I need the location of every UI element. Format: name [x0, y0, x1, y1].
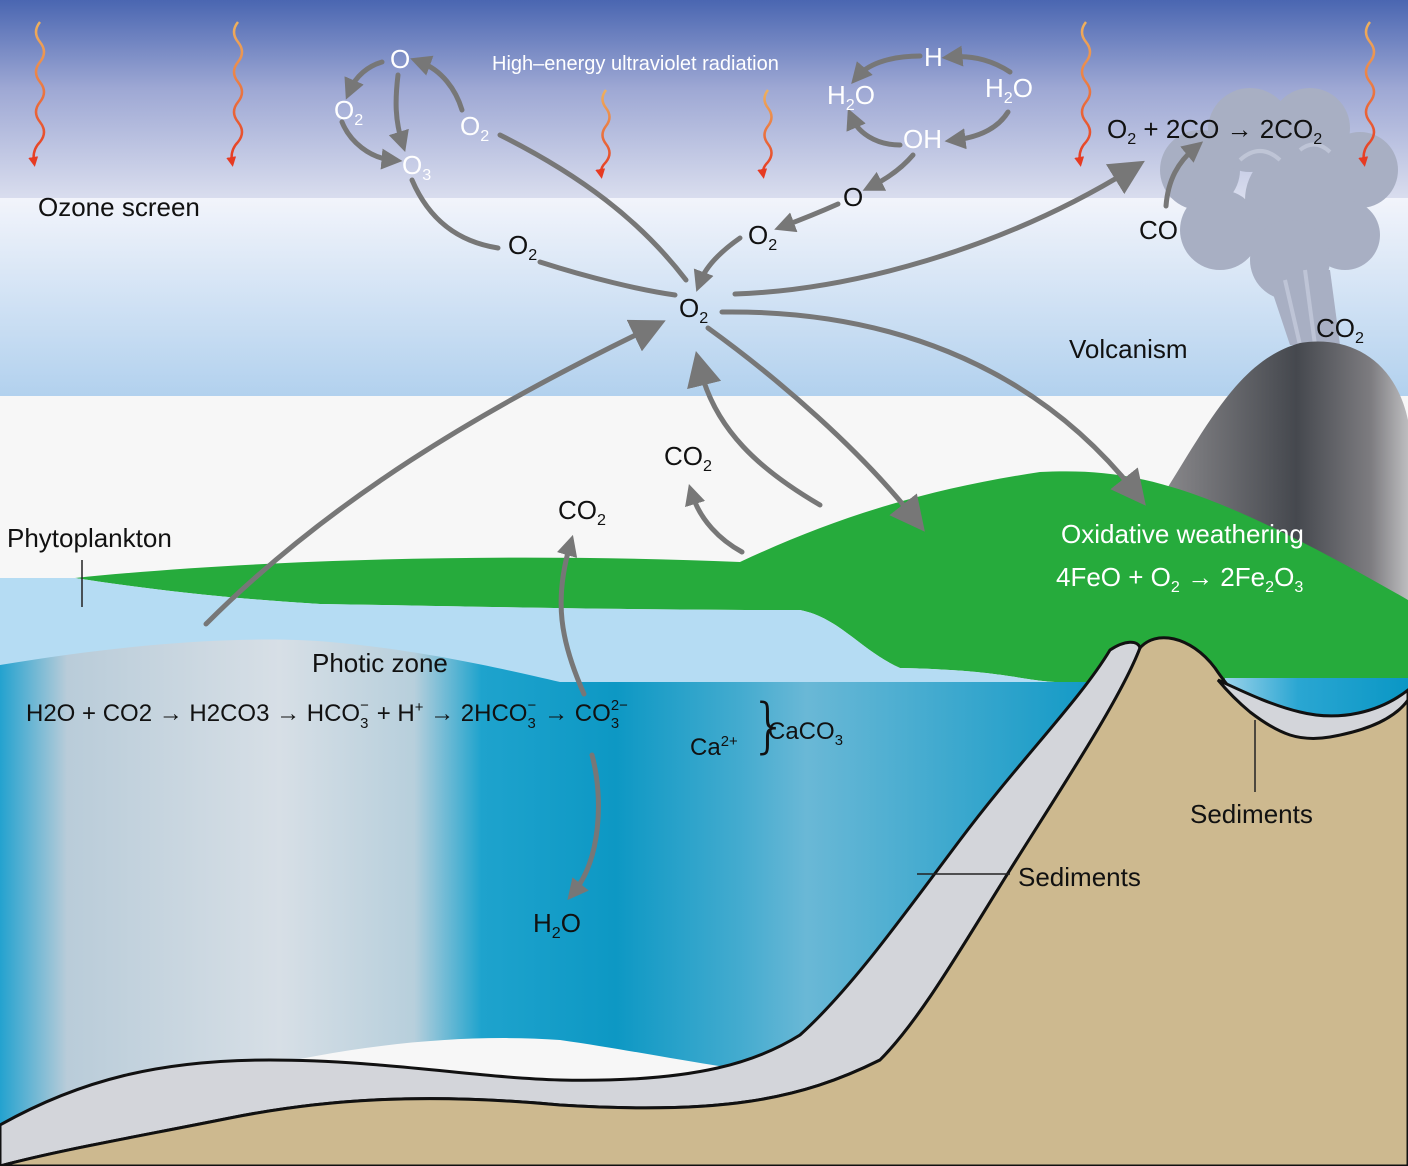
ocean-co2-label: CO2: [558, 495, 606, 530]
arrow-o2-down: [537, 259, 678, 298]
uv-ray: [1358, 21, 1376, 167]
o-atom-lower-label: O: [843, 182, 864, 212]
arrow-o3-to-o2: [409, 177, 501, 251]
co-oxidation-equation: O2 + 2CO → 2CO2: [1107, 114, 1323, 149]
h2o-bottom-label: H2O: [533, 908, 581, 943]
arrow-o2-to-land: [705, 325, 925, 532]
weathering-equation: 4FeO + O2 → 2Fe2O3: [1056, 562, 1304, 597]
phytoplankton-label: Phytoplankton: [7, 523, 172, 553]
o3-label: O3: [402, 150, 432, 185]
h2o-right-label: H2O: [985, 73, 1033, 108]
uv-ray: [595, 89, 611, 179]
uv-ray: [757, 89, 773, 179]
arrow-co-up: [1163, 141, 1204, 209]
arrow-land-to-co2: [685, 483, 745, 555]
uv-radiation-label: High–energy ultraviolet radiation: [492, 53, 779, 75]
arrow-h2o-to-h: [941, 45, 1013, 75]
brace: }: [750, 691, 789, 761]
o-atom-label: O: [390, 44, 411, 74]
oxidative-weathering-label: Oxidative weathering: [1061, 519, 1304, 549]
sediments-label-basin: Sediments: [1190, 799, 1313, 829]
arrow-o-to-o3: [388, 72, 409, 153]
ozone-screen-label: Ozone screen: [38, 192, 200, 222]
arrow-o2-to-o: [410, 55, 465, 113]
uv-ray: [28, 21, 46, 167]
volcanism-label: Volcanism: [1069, 334, 1188, 364]
arrow-oh-to-h2o: [846, 108, 903, 148]
arrow-o2-to-o3: [339, 119, 403, 170]
o2-mid-label: O2: [748, 220, 778, 255]
arrow-h2o-to-oh: [944, 109, 1011, 150]
o2-left-label: O2: [334, 95, 364, 130]
oh-label: OH: [903, 124, 942, 154]
calcium-carbonate-label: CaCO3: [768, 718, 843, 749]
arrow-o2-to-volcano: [732, 160, 1145, 297]
co-label: CO: [1139, 215, 1178, 245]
arrow-land-to-o2: [687, 350, 823, 508]
arrow-o2-to-weathering: [719, 309, 1146, 506]
o2-lower-label: O2: [508, 230, 538, 265]
land-vegetation: [75, 471, 1408, 682]
arrow-ocean-to-co2: [556, 534, 587, 697]
arrow-oh-to-o: [862, 152, 916, 191]
h2o-left-label: H2O: [827, 80, 875, 115]
arrow-o-to-o2: [774, 201, 841, 233]
arrow-h-to-h2o: [851, 53, 923, 84]
photic-zone-label: Photic zone: [312, 648, 448, 678]
uv-ray: [226, 21, 244, 167]
sediments-label-slope: Sediments: [1018, 862, 1141, 892]
uv-rays: [28, 21, 1376, 179]
central-o2-label: O2: [679, 293, 709, 328]
h-atom-label: H: [924, 42, 943, 72]
vent-co2-label: CO2: [1316, 313, 1364, 348]
land-co2-label: CO2: [664, 441, 712, 476]
calcium-ion-label: Ca2+: [690, 734, 738, 761]
carbonate-equation: H2O + CO2 → H2CO3 → HCO−3 + H+ → 2HCO−3 …: [26, 698, 628, 732]
basin-sediment: [1216, 678, 1408, 741]
arrow-phyto-to-o2: [203, 319, 666, 627]
arrow-o2r-to-center: [497, 132, 689, 283]
volcanic-plume: [1160, 88, 1398, 345]
arrow-o-to-o2: [344, 59, 385, 100]
arrow-o2-to-center: [693, 235, 743, 292]
o2-right-label: O2: [460, 111, 490, 146]
uv-ray: [1074, 21, 1092, 167]
arrow-ocean-to-h2o: [567, 752, 601, 901]
